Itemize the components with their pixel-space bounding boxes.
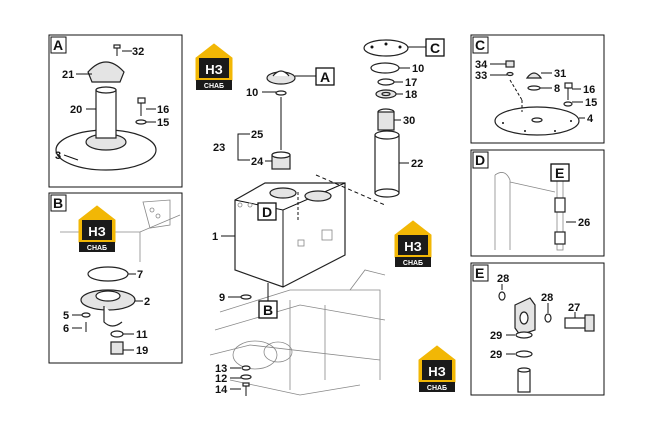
- panel-a-letter: A: [53, 37, 63, 53]
- callout-10-filter: 10: [412, 63, 424, 75]
- panel-a-tube: [95, 89, 117, 139]
- panel-b-frame: [48, 192, 183, 364]
- callout-25: 25: [251, 129, 263, 141]
- callout-19: 19: [136, 345, 148, 357]
- main-callout-a: A: [320, 69, 330, 85]
- panel-d-letter: D: [475, 152, 485, 168]
- callout-24: 24: [251, 156, 264, 168]
- panel-b-letter: B: [53, 195, 63, 211]
- callout-11: 11: [136, 329, 148, 341]
- callout-33: 33: [475, 70, 487, 82]
- callout-9: 9: [219, 292, 225, 304]
- callout-16: 16: [157, 104, 169, 116]
- callout-27: 27: [568, 302, 580, 314]
- main-callout-d: D: [262, 204, 272, 220]
- svg-text:НЗ: НЗ: [428, 364, 446, 379]
- brand-logo-4: НЗ СНАБ: [418, 345, 456, 393]
- panel-e-letter: E: [475, 265, 484, 281]
- svg-text:СНАБ: СНАБ: [87, 245, 107, 252]
- callout-17: 17: [405, 77, 417, 89]
- panel-e: E 28 28 27 29 29: [470, 262, 605, 396]
- svg-text:СНАБ: СНАБ: [403, 260, 423, 267]
- panel-c-frame: [470, 34, 605, 144]
- panel-c-letter: C: [475, 37, 485, 53]
- callout-7: 7: [137, 269, 143, 281]
- callout-20: 20: [70, 104, 82, 116]
- hydraulic-tank: [234, 182, 346, 288]
- callout-4: 4: [587, 113, 594, 125]
- callout-2: 2: [144, 296, 150, 308]
- callout-15: 15: [157, 117, 169, 129]
- panel-b: B 7 2 5 6 11 19: [48, 192, 183, 364]
- panel-d-frame: [470, 149, 605, 257]
- callout-28-right: 28: [541, 292, 553, 304]
- callout-8: 8: [554, 83, 560, 95]
- callout-31: 31: [554, 68, 566, 80]
- svg-text:СНАБ: СНАБ: [427, 385, 447, 392]
- panel-a-frame: [48, 34, 183, 188]
- brand-logo-2: НЗ СНАБ: [78, 205, 116, 253]
- brand-logo-3: НЗ СНАБ: [394, 220, 432, 268]
- callout-15-c: 15: [585, 97, 597, 109]
- callout-28-left: 28: [497, 273, 509, 285]
- callout-12: 12: [215, 373, 227, 385]
- callout-23: 23: [213, 142, 225, 154]
- callout-30: 30: [403, 115, 415, 127]
- svg-text:НЗ: НЗ: [88, 224, 106, 239]
- svg-text:НЗ: НЗ: [404, 239, 422, 254]
- main-callout-c: C: [430, 40, 440, 56]
- callout-26: 26: [578, 217, 590, 229]
- callout-16-c: 16: [583, 84, 595, 96]
- filter-assembly: [363, 39, 409, 198]
- panel-e-frame: [470, 262, 605, 396]
- panel-a-badge: [50, 36, 67, 54]
- svg-text:НЗ: НЗ: [205, 62, 223, 77]
- panel-d: D E 26: [470, 149, 605, 257]
- callout-13: 13: [215, 363, 227, 375]
- callout-22: 22: [411, 158, 423, 170]
- callout-32: 32: [132, 46, 144, 58]
- callout-3: 3: [55, 150, 61, 162]
- svg-text:СНАБ: СНАБ: [204, 83, 224, 90]
- callout-29-top: 29: [490, 330, 502, 342]
- main-view: A D B 10 25 23 24 1 9 13 12 14: [209, 38, 445, 396]
- callout-18: 18: [405, 89, 417, 101]
- main-callout-b: B: [263, 302, 273, 318]
- callout-1: 1: [212, 231, 218, 243]
- callout-21: 21: [62, 69, 74, 81]
- panel-d-callout-e: E: [555, 165, 564, 181]
- chassis-sketch: [209, 269, 386, 396]
- callout-29-bottom: 29: [490, 349, 502, 361]
- callout-5: 5: [63, 310, 69, 322]
- callout-6: 6: [63, 323, 69, 335]
- callout-10-main: 10: [246, 87, 258, 99]
- brand-logo-1: НЗ СНАБ: [195, 43, 233, 91]
- panel-a: A 32 21 20 16 15 3: [48, 34, 183, 188]
- panel-a-cap: [87, 61, 125, 83]
- callout-34: 34: [475, 59, 488, 71]
- callout-14: 14: [215, 384, 228, 396]
- panel-c: C 34 33 31 8 16 15 4: [470, 34, 605, 144]
